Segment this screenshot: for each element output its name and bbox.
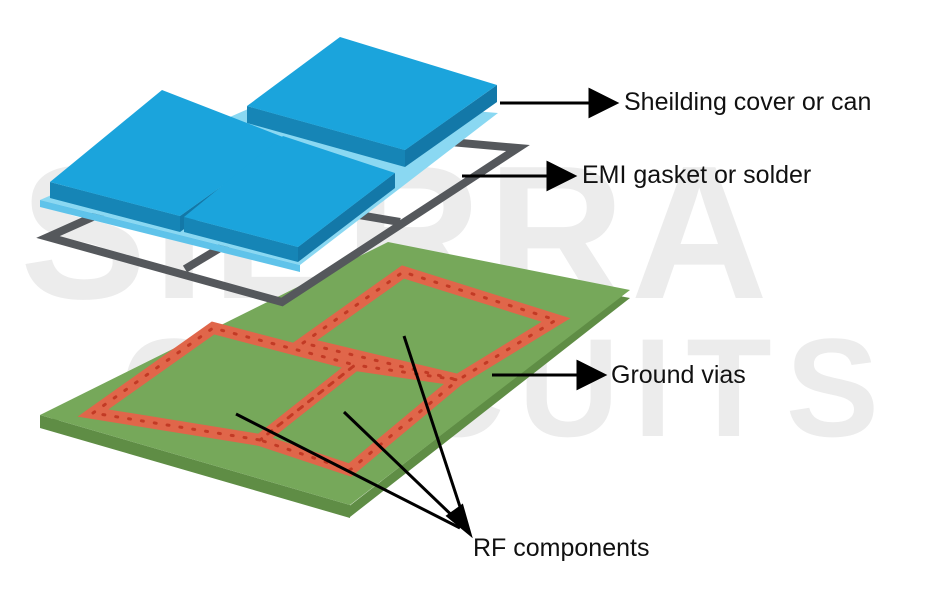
label-rf-components: RF components (473, 534, 650, 562)
leader-rf-3 (402, 335, 468, 526)
leader-lines (235, 87, 620, 539)
label-ground-vias: Ground vias (611, 361, 746, 389)
leader-rf-arrowhead (445, 503, 473, 539)
leader-rf-1 (235, 412, 461, 530)
leader-vias-arrowhead (576, 359, 608, 391)
shielding-can (40, 37, 498, 272)
can-box-right-front (247, 106, 405, 167)
label-emi-gasket: EMI gasket or solder (582, 161, 812, 189)
can-box-right-top (247, 37, 497, 150)
can-flange-edge (40, 200, 300, 272)
pcb-edge-front (40, 415, 350, 518)
label-shielding-cover: Sheilding cover or can (624, 88, 872, 116)
can-box-front-side (298, 173, 395, 262)
can-box-left-front (50, 182, 180, 232)
leader-rf-2 (342, 410, 465, 528)
leader-cover-arrowhead (588, 87, 620, 119)
can-box-front-front (184, 217, 298, 262)
leader-gasket-arrowhead (546, 160, 578, 192)
can-box-left-top (50, 90, 288, 216)
can-box-right-side (405, 85, 497, 167)
via-dots (89, 270, 560, 472)
vias-right (256, 363, 462, 472)
vias-left (89, 326, 359, 442)
can-box-front-top (184, 136, 395, 247)
